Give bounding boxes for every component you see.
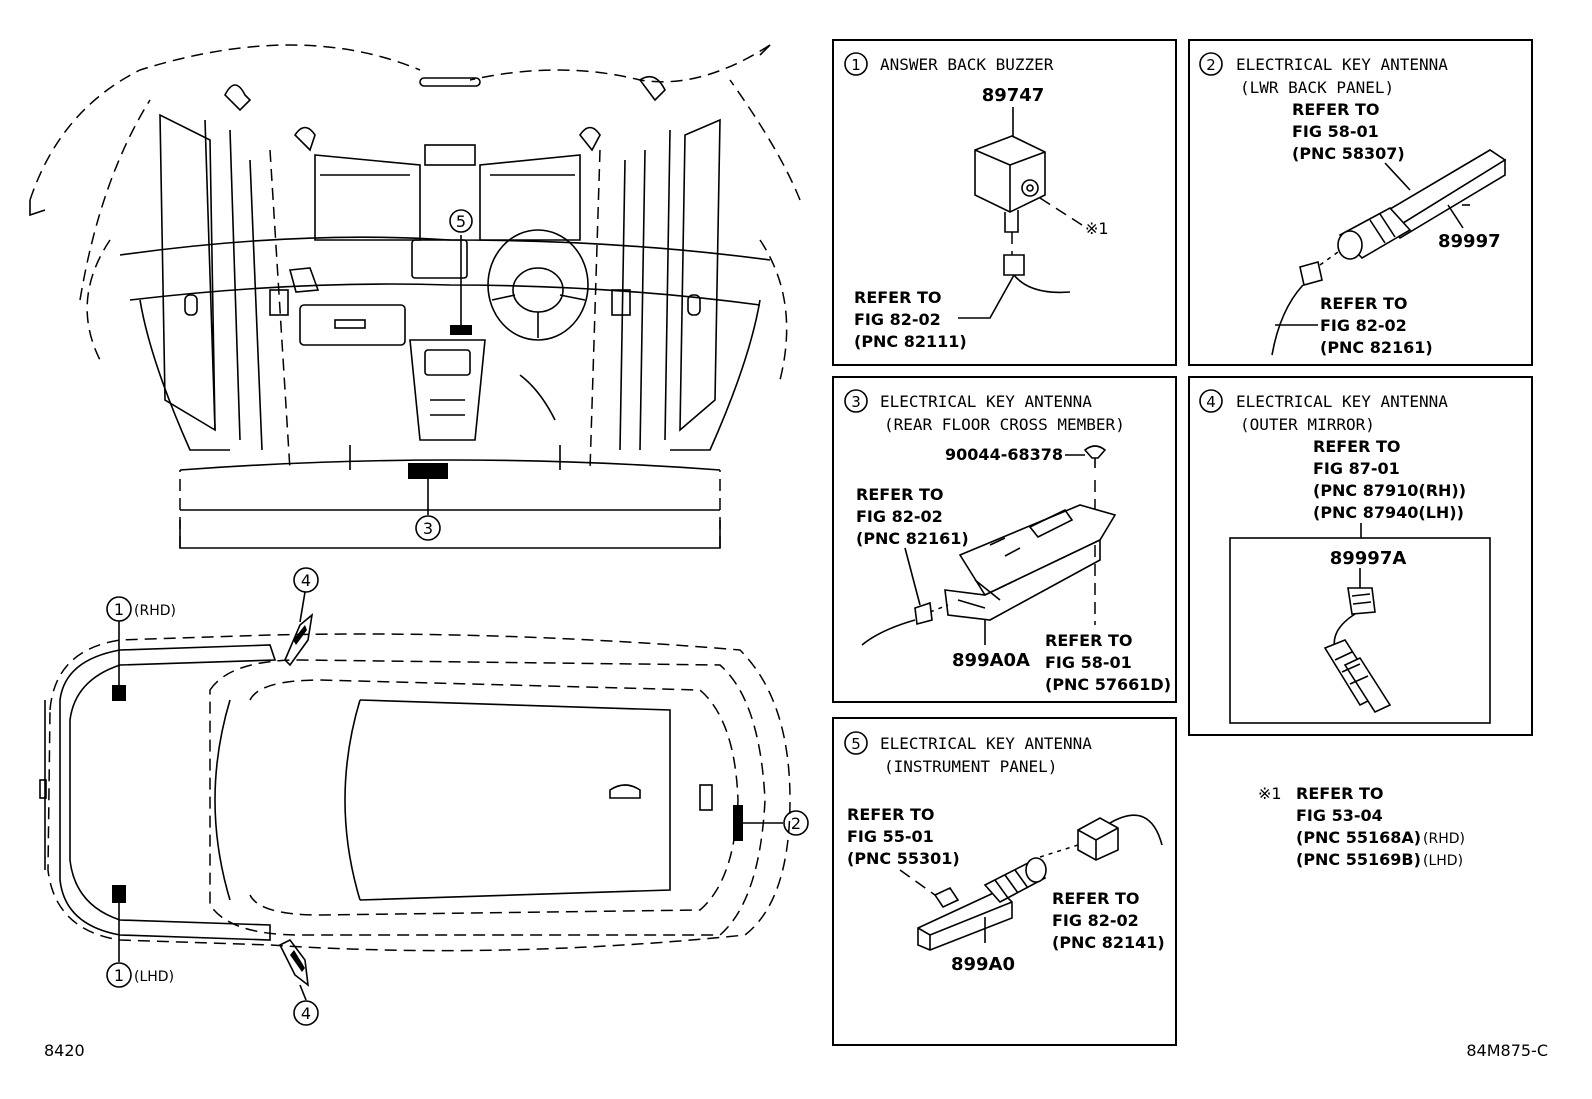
- panel-1-part-number: 89747: [982, 85, 1045, 106]
- panel-4-subtitle: (OUTER MIRROR): [1240, 415, 1375, 434]
- panel-5-ref-b-line3: (PNC 82141): [1052, 933, 1165, 952]
- panel-3-part-number: 899A0A: [952, 650, 1030, 671]
- callout-4-bottom-num: 4: [301, 1004, 311, 1023]
- panel-3-title: ELECTRICAL KEY ANTENNA: [880, 392, 1092, 411]
- panel-3-ref-a-line2: FIG 82-02: [856, 507, 943, 526]
- panel-lwr-back-panel-antenna: 2 ELECTRICAL KEY ANTENNA (LWR BACK PANEL…: [1188, 39, 1533, 366]
- panel-3-ref-a-line3: (PNC 82161): [856, 529, 969, 548]
- panel-5-ref-a-line3: (PNC 55301): [847, 849, 960, 868]
- panel-5-ref-a-line1: REFER TO: [847, 805, 935, 824]
- panel-5-title: ELECTRICAL KEY ANTENNA: [880, 734, 1092, 753]
- note-1-line4: (PNC 55169B): [1296, 850, 1421, 869]
- lhd-label: (LHD): [134, 969, 174, 985]
- note-1-line1: REFER TO: [1296, 784, 1384, 803]
- panel-1-ref-line3: (PNC 82111): [854, 332, 967, 351]
- panel-2-ref-a-line2: FIG 58-01: [1292, 122, 1379, 141]
- note-1-line3-tag: (RHD): [1423, 831, 1465, 847]
- panel-1-ref-line1: REFER TO: [854, 288, 942, 307]
- panel-rear-floor-cross-member-antenna: 3 ELECTRICAL KEY ANTENNA (REAR FLOOR CRO…: [832, 376, 1177, 703]
- panel-2-ref-a-line1: REFER TO: [1292, 100, 1380, 119]
- callout-2-num: 2: [791, 814, 801, 833]
- panel-3-subtitle: (REAR FLOOR CROSS MEMBER): [884, 415, 1125, 434]
- panel-5-ref-b-line1: REFER TO: [1052, 889, 1140, 908]
- callout-5-label: 5: [456, 212, 466, 231]
- panel-4-title: ELECTRICAL KEY ANTENNA: [1236, 392, 1448, 411]
- panel-2-ref-b-line3: (PNC 82161): [1320, 338, 1433, 357]
- note-1: ※1 REFER TO FIG 53-04 (PNC 55168A) (RHD)…: [1258, 784, 1465, 869]
- panel-1-note-mark: ※1: [1085, 219, 1109, 238]
- panel-5-ref-a-line2: FIG 55-01: [847, 827, 934, 846]
- panel-5-num: 5: [851, 735, 861, 753]
- panel-1-title: ANSWER BACK BUZZER: [880, 55, 1054, 74]
- panel-answer-back-buzzer: 1 ANSWER BACK BUZZER 89747 ※1 REFER TO F…: [832, 39, 1177, 366]
- callout-1-lhd-num: 1: [114, 966, 124, 985]
- footer-right-code: 84M875-C: [1466, 1041, 1548, 1060]
- panel-instrument-panel-antenna: 5 ELECTRICAL KEY ANTENNA (INSTRUMENT PAN…: [832, 717, 1177, 1046]
- panel-4-ref-line3: (PNC 87910(RH)): [1313, 481, 1466, 500]
- panel-2-ref-b-line2: FIG 82-02: [1320, 316, 1407, 335]
- panel-2-title: ELECTRICAL KEY ANTENNA: [1236, 55, 1448, 74]
- rhd-label: (RHD): [134, 603, 176, 619]
- footer-left-code: 8420: [44, 1041, 85, 1060]
- callout-3-label: 3: [423, 519, 433, 538]
- panel-2-num: 2: [1206, 56, 1216, 74]
- panel-2-part-number: 89997: [1438, 231, 1501, 252]
- panel-3-ref-b-line1: REFER TO: [1045, 631, 1133, 650]
- panel-4-part-number: 89997A: [1330, 548, 1407, 569]
- panel-1-num: 1: [851, 56, 861, 74]
- panel-3-ref-b-line3: (PNC 57661D): [1045, 675, 1171, 694]
- panel-3-bolt-number: 90044-68378: [945, 445, 1063, 464]
- panel-1-ref-line2: FIG 82-02: [854, 310, 941, 329]
- interior-view: 5 3: [29, 44, 801, 549]
- panel-4-ref-line1: REFER TO: [1313, 437, 1401, 456]
- callout-4-top-num: 4: [301, 571, 311, 590]
- panel-2-subtitle: (LWR BACK PANEL): [1240, 78, 1394, 97]
- panel-5-ref-b-line2: FIG 82-02: [1052, 911, 1139, 930]
- note-1-line3: (PNC 55168A): [1296, 828, 1421, 847]
- panel-3-ref-b-line2: FIG 58-01: [1045, 653, 1132, 672]
- panel-4-ref-line4: (PNC 87940(LH)): [1313, 503, 1464, 522]
- top-view: 1 (RHD) 1 (LHD) 4 4 2: [39, 567, 809, 1026]
- panel-3-num: 3: [851, 393, 861, 411]
- panel-2-ref-b-line1: REFER TO: [1320, 294, 1408, 313]
- note-1-mark: ※1: [1258, 784, 1282, 803]
- callout-1-rhd-num: 1: [114, 600, 124, 619]
- note-1-line2: FIG 53-04: [1296, 806, 1383, 825]
- panel-outer-mirror-antenna: 4 ELECTRICAL KEY ANTENNA (OUTER MIRROR) …: [1188, 376, 1533, 736]
- panel-4-num: 4: [1206, 393, 1216, 411]
- panel-3-ref-a-line1: REFER TO: [856, 485, 944, 504]
- panel-5-part-number: 899A0: [951, 954, 1015, 975]
- panel-4-ref-line2: FIG 87-01: [1313, 459, 1400, 478]
- note-1-line4-tag: (LHD): [1423, 853, 1463, 869]
- panel-2-ref-a-line3: (PNC 58307): [1292, 144, 1405, 163]
- panel-5-subtitle: (INSTRUMENT PANEL): [884, 757, 1057, 776]
